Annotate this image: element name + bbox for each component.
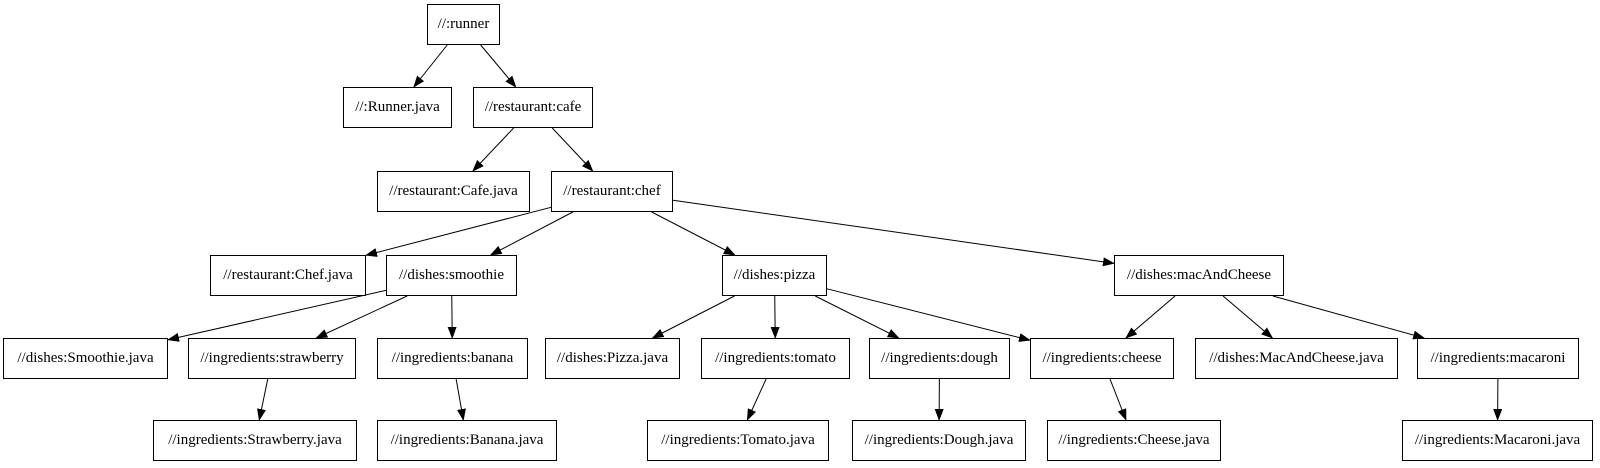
graph-node-dough: //ingredients:dough xyxy=(869,338,1010,379)
edge-macandcheese-to-cheese xyxy=(1125,295,1176,339)
graph-node-label: //dishes:smoothie xyxy=(399,267,504,283)
graph-node-label: //ingredients:Dough.java xyxy=(864,432,1014,448)
edge-pizza-to-cheese xyxy=(826,288,1031,342)
graph-node-cheese: //ingredients:cheese xyxy=(1030,338,1174,379)
graph-node-label: //restaurant:Chef.java xyxy=(223,267,353,283)
graph-node-macaroni: //ingredients:macaroni xyxy=(1417,338,1579,379)
graph-node-banana-java: //ingredients:Banana.java xyxy=(377,420,557,461)
graph-node-chef-java: //restaurant:Chef.java xyxy=(210,255,366,296)
edge-smoothie-to-banana xyxy=(447,295,457,339)
edge-cheese-to-cheese-java xyxy=(1109,378,1127,421)
graph-node-label: //:Runner.java xyxy=(355,99,440,115)
edge-pizza-to-dough xyxy=(815,295,900,339)
graph-node-label: //restaurant:chef xyxy=(563,183,661,199)
graph-node-label: //ingredients:Tomato.java xyxy=(661,432,815,448)
graph-node-label: //ingredients:Strawberry.java xyxy=(168,432,342,448)
edge-banana-to-banana-java xyxy=(455,378,466,421)
graph-node-label: //:runner xyxy=(437,16,490,32)
graph-node-label: //ingredients:dough xyxy=(881,350,998,366)
edge-cafe-to-cafe-java xyxy=(472,127,514,172)
graph-node-pizza-java: //dishes:Pizza.java xyxy=(545,338,680,379)
graph-node-pizza: //dishes:pizza xyxy=(722,255,827,296)
graph-node-banana: //ingredients:banana xyxy=(377,338,528,379)
edge-macandcheese-to-macaroni xyxy=(1272,295,1426,340)
graph-node-label: //ingredients:Macaroni.java xyxy=(1414,432,1581,448)
graph-node-label: //dishes:Pizza.java xyxy=(556,350,669,366)
graph-node-runner-java: //:Runner.java xyxy=(343,87,452,128)
graph-node-cheese-java: //ingredients:Cheese.java xyxy=(1047,420,1221,461)
graph-node-macandcheese-java: //dishes:MacAndCheese.java xyxy=(1195,338,1398,379)
graph-node-label: //ingredients:Cheese.java xyxy=(1058,432,1210,448)
graph-node-label: //ingredients:strawberry xyxy=(200,350,344,366)
graph-node-label: //ingredients:tomato xyxy=(715,350,836,366)
edge-cafe-to-chef xyxy=(551,127,594,172)
graph-node-tomato: //ingredients:tomato xyxy=(701,338,850,379)
graph-node-label: //ingredients:Banana.java xyxy=(390,432,544,448)
graph-node-strawberry: //ingredients:strawberry xyxy=(188,338,356,379)
edge-tomato-to-tomato-java xyxy=(746,378,767,421)
edge-smoothie-to-strawberry xyxy=(315,295,408,339)
graph-node-macaroni-java: //ingredients:Macaroni.java xyxy=(1402,420,1593,461)
edge-pizza-to-tomato xyxy=(770,295,780,339)
edge-chef-to-macandcheese xyxy=(672,199,1115,267)
graph-node-label: //dishes:pizza xyxy=(733,267,816,283)
graph-node-label: //dishes:Smoothie.java xyxy=(17,350,154,366)
graph-node-dough-java: //ingredients:Dough.java xyxy=(852,420,1026,461)
graph-node-label: //restaurant:cafe xyxy=(484,99,582,115)
edge-macandcheese-to-macandcheese-java xyxy=(1222,295,1274,339)
edge-chef-to-pizza xyxy=(651,211,736,256)
graph-node-chef: //restaurant:chef xyxy=(551,171,673,212)
edge-pizza-to-pizza-java xyxy=(651,295,735,339)
graph-node-cafe-java: //restaurant:Cafe.java xyxy=(377,171,530,212)
graph-node-label: //ingredients:macaroni xyxy=(1430,350,1566,366)
graph-node-smoothie: //dishes:smoothie xyxy=(386,255,517,296)
edge-strawberry-to-strawberry-java xyxy=(257,378,269,421)
edge-chef-to-chef-java xyxy=(365,206,552,257)
graph-node-runner: //:runner xyxy=(427,4,500,45)
graph-node-strawberry-java: //ingredients:Strawberry.java xyxy=(153,420,357,461)
graph-node-label: //ingredients:cheese xyxy=(1042,350,1162,366)
graph-node-smoothie-java: //dishes:Smoothie.java xyxy=(3,338,168,379)
graph-node-label: //dishes:macAndCheese xyxy=(1126,267,1272,283)
graph-node-label: //dishes:MacAndCheese.java xyxy=(1209,350,1384,366)
graph-node-macandcheese: //dishes:macAndCheese xyxy=(1114,255,1284,296)
graph-node-tomato-java: //ingredients:Tomato.java xyxy=(647,420,829,461)
graph-node-label: //ingredients:banana xyxy=(391,350,514,366)
edge-runner-to-cafe xyxy=(480,44,517,88)
edge-runner-to-runner-java xyxy=(413,44,448,88)
graph-node-cafe: //restaurant:cafe xyxy=(473,87,593,128)
edge-smoothie-to-smoothie-java xyxy=(167,289,387,342)
graph-node-label: //restaurant:Cafe.java xyxy=(389,183,518,199)
edge-chef-to-smoothie xyxy=(489,211,574,256)
